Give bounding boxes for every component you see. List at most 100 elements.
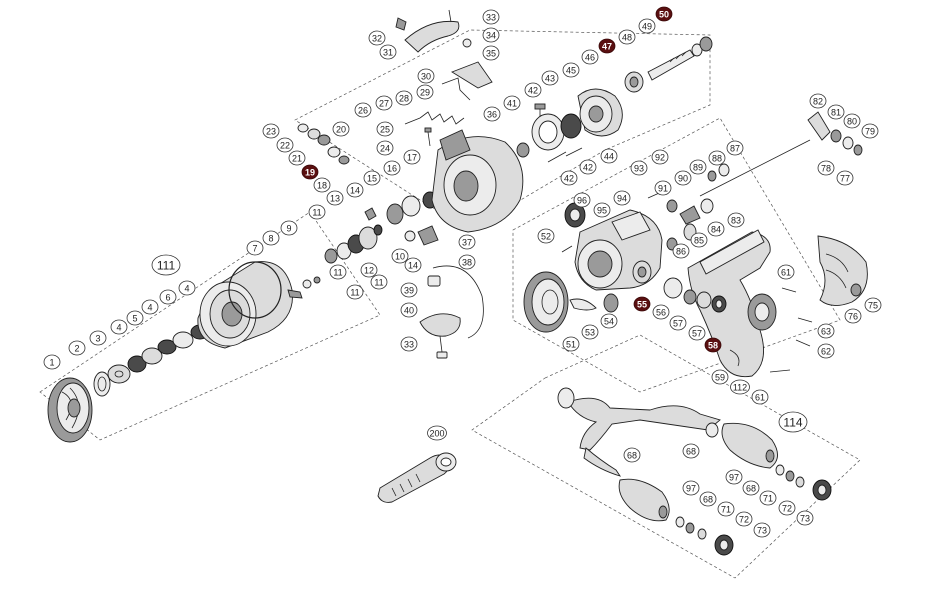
part-label-30: 30 — [417, 68, 435, 84]
part-label-bubble — [346, 284, 364, 300]
part-label-bubble — [360, 262, 378, 278]
part-label-bubble — [110, 319, 128, 335]
part-label-42: 42 — [579, 159, 597, 175]
part-label-text: 10 — [395, 252, 405, 262]
part-label-bubble — [655, 6, 673, 22]
part-label-bubble — [483, 106, 501, 122]
part-label-bubble — [332, 121, 350, 137]
part-label-4: 4 — [141, 299, 159, 315]
part-label-text: 28 — [399, 94, 409, 104]
part-label-text: 71 — [763, 494, 773, 504]
part-label-38: 38 — [458, 254, 476, 270]
spool-body-part — [197, 261, 293, 349]
part-label-34: 34 — [482, 27, 500, 43]
part-label-33: 33 — [400, 336, 418, 352]
part-label-200: 200 — [427, 425, 447, 441]
part-label-49: 49 — [638, 18, 656, 34]
part-label-bubble — [598, 38, 616, 54]
part-label-24: 24 — [376, 140, 394, 156]
part-label-53: 53 — [581, 324, 599, 340]
part-label-text: 57 — [673, 319, 683, 329]
part-label-85: 85 — [690, 232, 708, 248]
part-label-45: 45 — [562, 62, 580, 78]
drag-washer-stack — [127, 324, 210, 373]
part-label-text: 89 — [693, 163, 703, 173]
part-label-77: 77 — [836, 170, 854, 186]
gearbox-parts — [523, 111, 868, 378]
part-label-text: 31 — [383, 48, 393, 58]
part-label-text: 93 — [634, 164, 644, 174]
part-label-bubble — [89, 330, 107, 346]
part-label-text: 33 — [404, 340, 414, 350]
part-number-labels: 1234546478911131415161712111111101439403… — [43, 6, 882, 538]
part-label-text: 40 — [404, 306, 414, 316]
part-label-bubble — [126, 310, 144, 326]
part-label-bubble — [633, 296, 651, 312]
part-label-text: 68 — [746, 484, 756, 494]
part-label-text: 43 — [545, 74, 555, 84]
part-label-78: 78 — [817, 160, 835, 176]
part-label-text: 27 — [379, 99, 389, 109]
part-label-18: 18 — [313, 177, 331, 193]
part-label-89: 89 — [689, 159, 707, 175]
part-label-33: 33 — [482, 9, 500, 25]
part-label-bubble — [593, 202, 611, 218]
part-label-text: 72 — [782, 504, 792, 514]
part-label-text: 33 — [486, 13, 496, 23]
part-label-bubble — [562, 62, 580, 78]
part-label-bubble — [395, 90, 413, 106]
part-label-bubble — [817, 323, 835, 339]
part-label-17: 17 — [403, 149, 421, 165]
part-label-text: 95 — [597, 206, 607, 216]
part-label-96: 96 — [573, 192, 591, 208]
part-label-bubble — [581, 324, 599, 340]
part-label-bubble — [458, 234, 476, 250]
part-label-68: 68 — [682, 443, 700, 459]
gear-assembly-boundary — [512, 117, 841, 393]
part-label-bubble — [817, 343, 835, 359]
part-label-22: 22 — [276, 137, 294, 153]
part-label-bubble — [383, 160, 401, 176]
assembly-label-text: 114 — [783, 416, 802, 430]
part-label-91: 91 — [654, 180, 672, 196]
part-label-text: 78 — [821, 164, 831, 174]
gearbox-housing-part — [574, 209, 663, 291]
part-label-bubble — [379, 44, 397, 60]
bail-arm-cap-part — [404, 20, 460, 53]
part-label-88: 88 — [708, 150, 726, 166]
handle-arm-part — [557, 387, 721, 477]
part-label-73: 73 — [796, 510, 814, 526]
part-label-text: 12 — [364, 266, 374, 276]
part-label-bubble — [503, 95, 521, 111]
part-label-55: 55 — [633, 296, 651, 312]
part-label-bubble — [600, 148, 618, 164]
handle-assembly-boundary — [471, 334, 861, 579]
part-label-83: 83 — [727, 212, 745, 228]
part-label-bubble — [618, 29, 636, 45]
part-label-bubble — [742, 480, 760, 496]
part-label-text: 39 — [404, 286, 414, 296]
part-label-bubble — [43, 354, 61, 370]
part-label-bubble — [346, 182, 364, 198]
part-label-21: 21 — [288, 150, 306, 166]
part-label-97: 97 — [725, 469, 743, 485]
pinion-gear-part — [577, 88, 623, 137]
part-label-bubble — [711, 369, 729, 385]
part-label-text: 29 — [420, 88, 430, 98]
part-label-bubble — [400, 282, 418, 298]
part-label-bubble — [560, 170, 578, 186]
part-label-bubble — [404, 257, 422, 273]
part-label-bubble — [363, 170, 381, 186]
part-label-47: 47 — [598, 38, 616, 54]
part-label-text: 200 — [429, 429, 444, 439]
spool-clip-part — [287, 289, 303, 299]
part-label-text: 47 — [602, 42, 612, 52]
part-label-35: 35 — [482, 45, 500, 61]
part-label-text: 8 — [268, 234, 273, 244]
part-label-text: 61 — [755, 393, 765, 403]
part-label-42: 42 — [524, 82, 542, 98]
part-label-text: 77 — [840, 174, 850, 184]
part-label-13: 13 — [326, 190, 344, 206]
part-label-44: 44 — [600, 148, 618, 164]
rotor-body-part — [431, 129, 524, 233]
